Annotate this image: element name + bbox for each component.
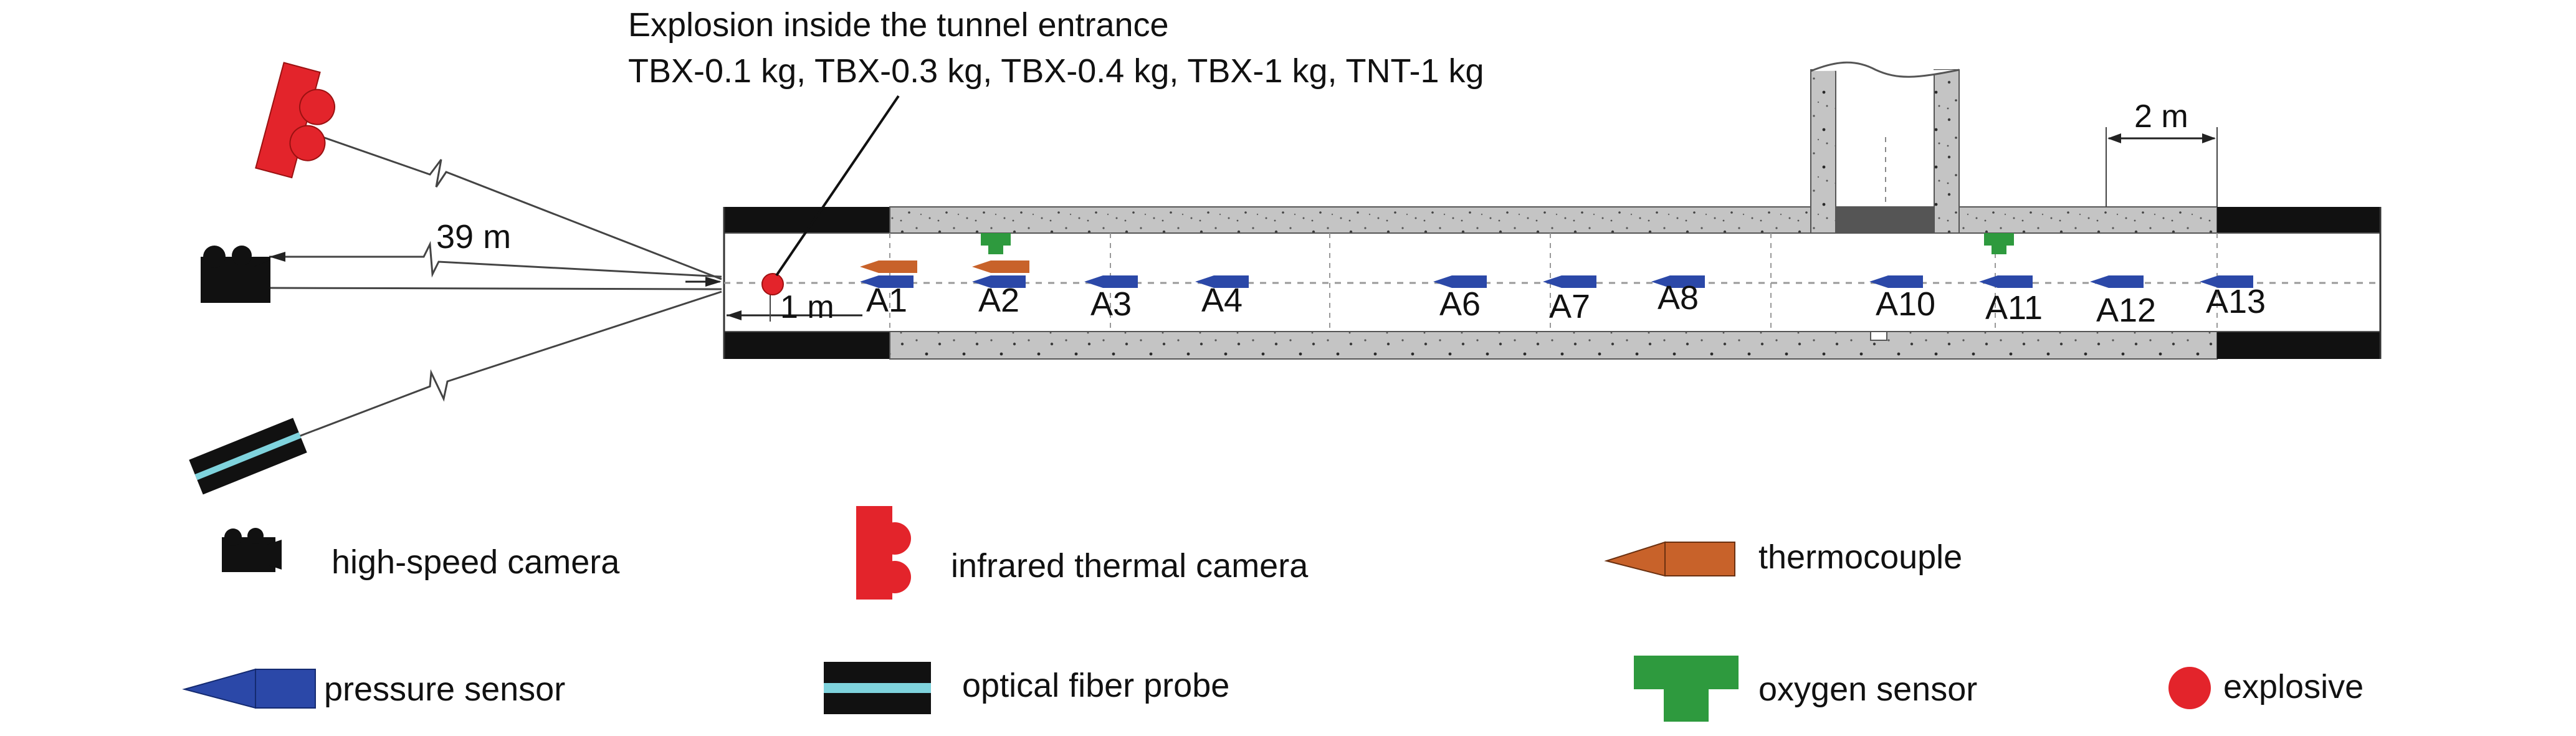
explosive-charge: [761, 273, 784, 295]
tunnel-bottom-wall-black-left: [724, 332, 890, 359]
annotation-leader-line: [775, 95, 900, 277]
sensor-a10: A10: [1869, 275, 1935, 323]
sensor-label-a10: A10: [1876, 285, 1935, 323]
oxygen-sensor-stem: [988, 246, 1003, 254]
pressure-sensor-tip: [1979, 275, 1998, 288]
legend-high-speed-camera-label: high-speed camera: [332, 543, 620, 581]
shaft-break-line: [1810, 61, 1960, 78]
sensor-label-a7: A7: [1549, 288, 1590, 325]
optical-fiber-probe-icon: [189, 418, 307, 495]
tunnel-top-wall-black-right: [2217, 207, 2380, 233]
pressure-sensor-tip: [2200, 275, 2218, 288]
pressure-sensor-body: [991, 275, 1026, 288]
shaft-left-wall: [1810, 69, 1836, 234]
legend-thermocouple-label: thermocouple: [1758, 538, 1962, 576]
pressure-sensor-tip: [1543, 275, 1562, 288]
pressure-sensor-body: [1562, 275, 1596, 288]
sensor-a2: A2: [972, 260, 1029, 319]
dimension-39m-label: 39 m: [436, 218, 511, 256]
sensor-array: A1 A2 A3 A4 A6 A7 A8 A10 A11 A12 A13: [860, 233, 2266, 329]
sensor-a12: A12: [2090, 275, 2156, 329]
sensor-a13: A13: [2200, 275, 2266, 320]
dimension-2m: 2 m: [2106, 98, 2218, 207]
tunnel-bottom-wall-concrete: [889, 331, 2218, 360]
sensor-label-a4: A4: [1201, 282, 1243, 319]
pressure-sensor-tip: [1195, 275, 1214, 288]
thermocouple-body: [879, 260, 917, 273]
pressure-sensor-tip: [1651, 275, 1670, 288]
legend-thermocouple-icon: [1604, 541, 1735, 577]
pressure-sensor-body: [1103, 275, 1138, 288]
section-dividers: [889, 233, 2218, 332]
pressure-sensor-tip: [1433, 275, 1452, 288]
sensor-a8: A8: [1651, 275, 1705, 317]
pressure-sensor-body: [1998, 275, 2033, 288]
thermocouple-body: [991, 260, 1029, 273]
annotation-line-2: TBX-0.1 kg, TBX-0.3 kg, TBX-0.4 kg, TBX-…: [628, 52, 1484, 90]
legend-infrared-thermal-camera-label: infrared thermal camera: [951, 547, 1309, 585]
entrance-arrowhead: [705, 277, 722, 287]
high-speed-camera-icon: [201, 246, 270, 303]
oxygen-sensor-top: [981, 233, 1011, 246]
oxygen-sensor-top: [1984, 233, 2014, 246]
tunnel-bottom-wall-black-right: [2217, 332, 2380, 359]
instrument-lines: [269, 131, 722, 437]
sensor-label-a8: A8: [1658, 279, 1699, 317]
legend-pressure-sensor-label: pressure sensor: [324, 671, 565, 708]
pressure-sensor-body: [1452, 275, 1487, 288]
pressure-sensor-tip: [1084, 275, 1103, 288]
sensor-label-a6: A6: [1439, 285, 1481, 323]
dimension-1m-label: 1 m: [780, 289, 834, 325]
sensor-a7: A7: [1543, 275, 1596, 325]
dimension-2m-label: 2 m: [2134, 98, 2188, 135]
bottom-wall-marker: [1870, 331, 1887, 341]
legend-explosive-label: explosive: [2223, 668, 2364, 705]
legend-optical-fiber-probe-icon: [824, 662, 931, 714]
oxygen-sensor-stem: [1992, 246, 2006, 254]
tunnel: [723, 61, 2382, 360]
legend-infrared-thermal-camera-icon: [856, 506, 911, 600]
sensor-label-a2: A2: [978, 282, 1019, 319]
pressure-sensor-tip: [1869, 275, 1888, 288]
pressure-sensor-body: [879, 275, 914, 288]
annotation-line-1: Explosion inside the tunnel entrance: [628, 6, 1169, 44]
pressure-sensor-body: [1888, 275, 1923, 288]
sensor-a3: A3: [1084, 275, 1138, 323]
sensor-label-a12: A12: [2096, 292, 2156, 329]
thermocouple-tip: [860, 260, 879, 273]
pressure-sensor-tip: [972, 275, 991, 288]
legend-oxygen-sensor-icon: [1634, 656, 1739, 722]
sensor-label-a3: A3: [1090, 285, 1132, 323]
pressure-sensor-body: [2218, 275, 2253, 288]
sensor-label-a11: A11: [1985, 289, 2043, 327]
pressure-sensor-body: [1670, 275, 1705, 288]
legend-high-speed-camera-icon: [222, 528, 282, 572]
infrared-thermal-camera-icon: [255, 62, 335, 179]
sensor-a11: A11: [1979, 233, 2043, 327]
pressure-sensor-body: [1214, 275, 1249, 288]
legend-optical-fiber-probe-label: optical fiber probe: [962, 667, 1229, 704]
sensor-a1: A1: [860, 233, 1011, 319]
tunnel-top-wall-concrete: [889, 206, 2218, 234]
legend: high-speed camera infrared thermal camer…: [182, 506, 2364, 722]
legend-oxygen-sensor-label: oxygen sensor: [1758, 671, 1977, 708]
legend-pressure-sensor-icon: [182, 668, 316, 709]
dimension-1m: 1 m: [727, 288, 862, 325]
thermocouple-tip: [972, 260, 991, 273]
shaft-bottom-plug: [1836, 207, 1934, 233]
pressure-sensor-body: [2109, 275, 2144, 288]
hs-camera-arrowhead: [269, 252, 285, 262]
pressure-sensor-tip: [2090, 275, 2109, 288]
shaft-right-wall: [1934, 69, 1960, 234]
sensor-a4: A4: [1195, 275, 1249, 319]
sensor-label-a1: A1: [866, 282, 907, 319]
sensor-label-a13: A13: [2206, 283, 2266, 320]
legend-explosive-icon: [2168, 667, 2211, 709]
sensor-a6: A6: [1433, 275, 1487, 323]
pressure-sensor-tip: [860, 275, 879, 288]
